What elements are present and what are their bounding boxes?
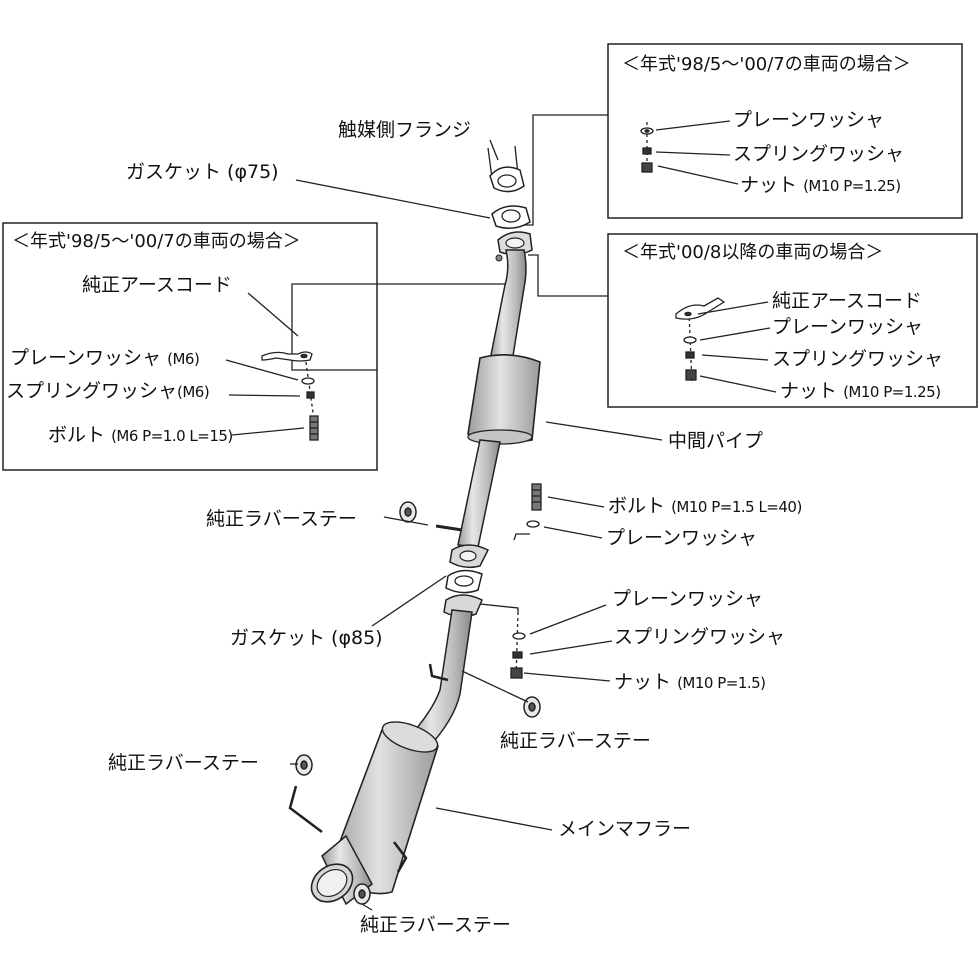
gasket-85 — [445, 569, 483, 594]
rubber-stay-shapes — [295, 501, 541, 905]
label-mid-pipe: 中間パイプ — [668, 430, 764, 452]
connector-pipe-left — [291, 283, 506, 371]
box-top-right — [607, 43, 963, 219]
label-mr-spring-washer: スプリングワッシャ — [772, 348, 944, 370]
box-top-right-title: ＜年式'98/5～'00/7の車両の場合＞ — [622, 54, 911, 75]
hardware-mid-right — [675, 297, 726, 385]
label-l-earth-cord: 純正アースコード — [82, 274, 232, 296]
label-catalyst-flange: 触媒側フランジ — [338, 119, 472, 141]
hardware-center — [479, 483, 542, 679]
box-mid-right — [607, 233, 978, 408]
gasket-75 — [491, 205, 531, 229]
label-l-spring-washer: スプリングワッシャ(M6) — [6, 380, 210, 402]
hardware-left — [261, 351, 319, 441]
label-rubber-stay-3: 純正ラバーステー — [108, 752, 259, 774]
leader-lines — [225, 120, 777, 911]
box-mid-right-title: ＜年式'00/8以降の車両の場合＞ — [622, 242, 884, 263]
label-mr-plain-washer: プレーンワッシャ — [772, 316, 924, 338]
label-mr-nut: ナット (M10 P=1.25) — [780, 380, 941, 402]
hardware-top-right — [640, 122, 654, 173]
connector-flange-mid-right — [528, 254, 608, 297]
label-plain-washer-1: プレーンワッシャ — [606, 527, 758, 549]
connector-flange-top-right — [522, 114, 608, 226]
label-l-bolt: ボルト (M6 P=1.0 L=15) — [48, 424, 233, 446]
label-bolt-m10: ボルト (M10 P=1.5 L=40) — [608, 495, 802, 517]
label-tr-plain-washer: プレーンワッシャ — [733, 109, 885, 131]
label-l-plain-washer: プレーンワッシャ (M6) — [10, 347, 200, 369]
label-gasket-75: ガスケット (φ75) — [126, 161, 279, 183]
box-left — [2, 222, 378, 471]
label-rubber-stay-2: 純正ラバーステー — [500, 730, 651, 752]
label-spring-washer-2: スプリングワッシャ — [614, 626, 786, 648]
mid-pipe-shape — [435, 231, 541, 569]
label-nut-m10: ナット (M10 P=1.5) — [614, 671, 766, 693]
label-tr-nut: ナット (M10 P=1.25) — [740, 174, 901, 196]
label-rubber-stay-1: 純正ラバーステー — [206, 508, 357, 530]
label-plain-washer-2: プレーンワッシャ — [612, 588, 764, 610]
label-mr-earth-cord: 純正アースコード — [772, 290, 922, 312]
label-gasket-85: ガスケット (φ85) — [230, 627, 383, 649]
label-tr-spring-washer: スプリングワッシャ — [733, 143, 905, 165]
box-left-title: ＜年式'98/5～'00/7の車両の場合＞ — [12, 231, 301, 252]
label-rubber-stay-4: 純正ラバーステー — [360, 914, 511, 936]
label-main-muffler: メインマフラー — [558, 818, 692, 840]
catalyst-flange — [487, 145, 525, 193]
